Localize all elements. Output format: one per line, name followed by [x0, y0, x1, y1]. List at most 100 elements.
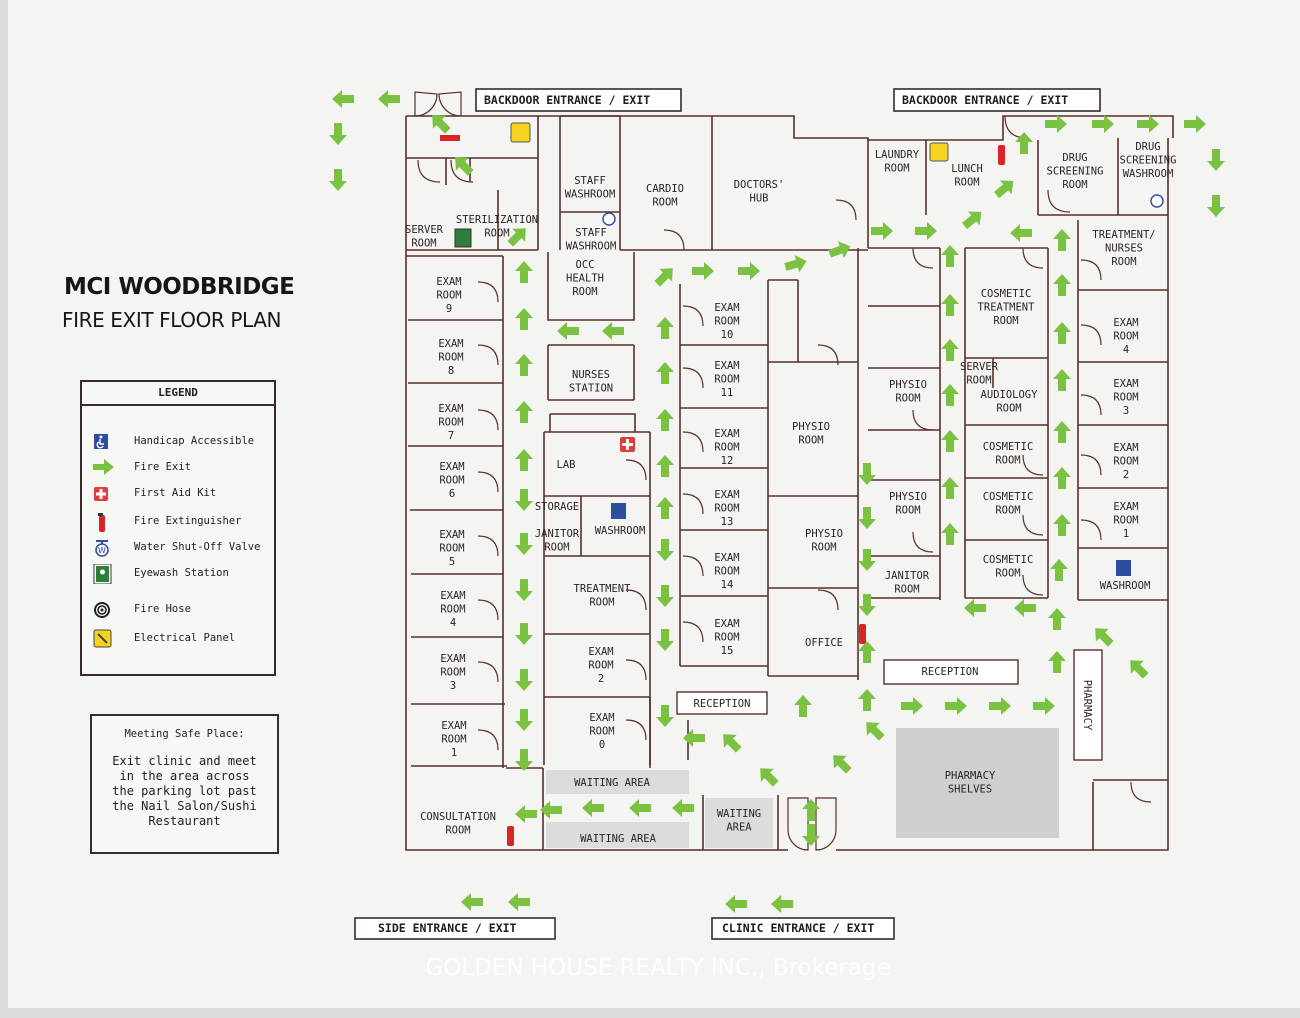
watermark: GOLDEN HOUSE REALTY INC., Brokerage — [425, 955, 891, 981]
fire-hose-icon — [94, 602, 110, 618]
legend-item-first-aid: First Aid Kit — [92, 484, 272, 504]
legend-item-fire-hose: Fire Hose — [92, 600, 272, 620]
exit-arrow-icon — [1184, 115, 1206, 133]
map-symbols — [440, 122, 1164, 846]
legend-heading: LEGEND — [82, 382, 274, 406]
exit-arrow-icon — [455, 157, 474, 176]
legend-label-first-aid: First Aid Kit — [134, 487, 217, 499]
exit-arrow-icon — [858, 641, 876, 663]
exit-arrow-icon — [725, 895, 747, 913]
exit-arrow-icon — [941, 477, 959, 499]
fire-extinguisher-icon — [98, 513, 105, 532]
electrical-panel-icon — [929, 142, 949, 162]
fire-extinguisher-icon — [998, 145, 1005, 165]
exit-arrow-icon — [941, 245, 959, 267]
counters — [676, 649, 1103, 761]
exit-arrow-icon — [941, 339, 959, 361]
exit-arrow-icon — [802, 824, 820, 846]
room-label-waiting-area-2: WAITING AREA — [580, 833, 657, 845]
exit-arrow-icon — [515, 749, 533, 771]
electrical-panel-icon — [93, 629, 112, 648]
exit-arrow-icon — [656, 585, 674, 607]
exit-arrow-icon — [1137, 115, 1159, 133]
exit-arrow-icon — [858, 689, 876, 711]
handicap-icon — [94, 434, 108, 449]
exit-arrow-icon — [1053, 229, 1071, 251]
room-label-storage: STORAGE — [535, 501, 579, 513]
exit-arrow-icon — [1207, 149, 1225, 171]
room-label-reception-right: RECEPTION — [922, 666, 979, 678]
eyewash-icon — [93, 564, 112, 584]
exit-arrow-icon — [507, 228, 526, 247]
exit-arrow-icon — [866, 722, 885, 741]
meeting-body: Exit clinic and meet in the area across … — [112, 754, 257, 828]
exit-arrow-icon — [858, 594, 876, 616]
exit-arrow-icon — [515, 489, 533, 511]
exit-arrow-icon — [833, 755, 852, 774]
meeting-title: Meeting Safe Place: — [124, 728, 245, 740]
handicap-icon — [611, 503, 626, 519]
handicap-icon — [1116, 560, 1131, 576]
waiting-area-1-shade — [546, 770, 689, 794]
exit-arrow-icon — [1015, 132, 1033, 154]
exit-arrow-icon — [760, 768, 779, 787]
exit-arrow-icon — [989, 697, 1011, 715]
exit-arrow-icon — [941, 384, 959, 406]
exit-arrow-icon — [1014, 599, 1036, 617]
backdoor-exit-left-label: BACKDOOR ENTRANCE / EXIT — [484, 93, 650, 107]
exit-arrow-icon — [515, 354, 533, 376]
exit-arrow-icon — [1053, 274, 1071, 296]
waiting-area-3-shade — [705, 798, 773, 848]
fire-extinguisher-icon — [859, 624, 866, 644]
legend-label-handicap: Handicap Accessible — [134, 435, 255, 447]
interior-walls — [406, 115, 1168, 850]
exit-arrow-icon — [656, 455, 674, 477]
room-label-washroom-2: WASHROOM — [1100, 580, 1151, 592]
legend-box: LEGEND Handicap Accessible Fire Exit Fir… — [80, 380, 276, 676]
clinic-exit-label: CLINIC ENTRANCE / EXIT — [722, 921, 874, 935]
exit-arrow-icon — [515, 669, 533, 691]
fire-extinguisher-icon — [507, 826, 514, 846]
exit-arrow-icon — [794, 695, 812, 717]
exit-arrow-icon — [432, 115, 451, 134]
exit-arrow-icon — [858, 549, 876, 571]
exit-arrow-icon — [858, 507, 876, 529]
exit-arrow-icon — [802, 799, 820, 821]
exit-arrow-icon — [994, 180, 1014, 199]
legend-item-water-valve: W Water Shut-Off Valve — [92, 538, 272, 558]
exit-arrow-icon — [871, 222, 893, 240]
exit-arrow-icon — [515, 308, 533, 330]
legend-label-extinguisher: Fire Extinguisher — [134, 515, 242, 527]
exit-arrow-icon — [738, 262, 760, 280]
electrical-panel-icon — [510, 122, 531, 143]
exit-arrow-icon — [656, 317, 674, 339]
legend-item-eyewash: Eyewash Station — [92, 564, 272, 584]
exit-arrow-icon — [915, 222, 937, 240]
fire-extinguisher-icon — [440, 135, 460, 141]
exit-arrow-icon — [332, 90, 354, 108]
shaded-areas — [546, 728, 1059, 848]
exit-arrow-icon — [515, 623, 533, 645]
legend-item-electrical-panel: Electrical Panel — [92, 629, 272, 649]
exit-arrow-icon — [540, 801, 562, 819]
exit-labels: BACKDOOR ENTRANCE / EXIT BACKDOOR ENTRAN… — [354, 88, 1101, 940]
exit-arrow-icon — [329, 123, 347, 145]
